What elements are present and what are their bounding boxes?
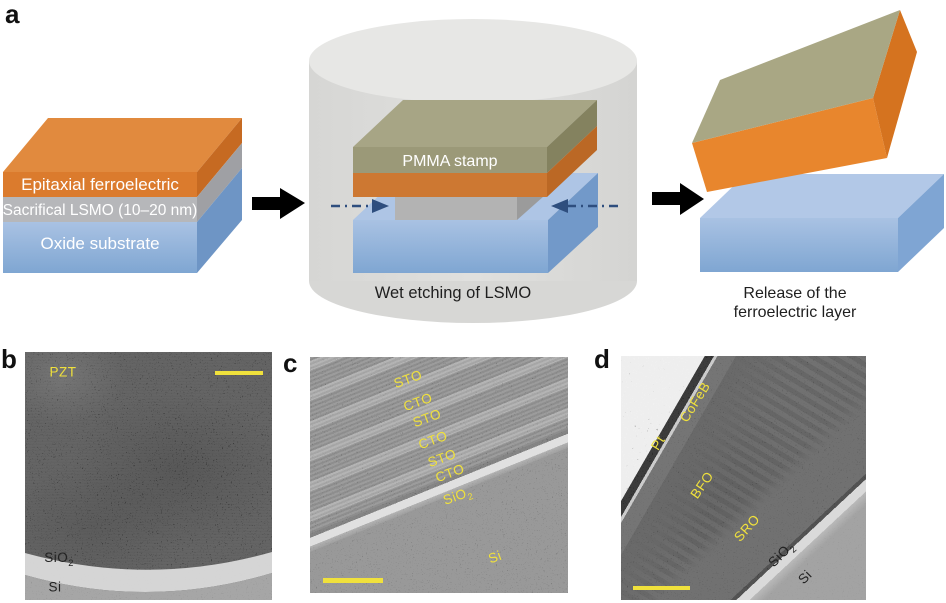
etch-arrow-right-head-icon: [551, 199, 568, 213]
process-arrow-1-icon: [252, 188, 305, 219]
etch-direction-arrows: [331, 199, 618, 213]
lsmo-label: Sacrifical LSMO (10–20 nm): [3, 202, 198, 219]
pmma-stamp-label: PMMA stamp: [402, 153, 497, 170]
etch-arrow-left-head-icon: [372, 199, 389, 213]
release-caption-line1: Release of the: [743, 285, 846, 302]
released-film-front-face: [692, 98, 887, 192]
pmma-top-face: [353, 100, 597, 147]
etch-caption: Wet etching of LSMO: [375, 284, 532, 302]
substrate-front-face: [3, 222, 197, 273]
mid-ferroelectric-side-face: [547, 126, 597, 197]
mid-lsmo-front-face: [395, 197, 517, 220]
lsmo-side-face: [197, 143, 242, 222]
lsmo-front-face: [3, 197, 197, 222]
sio2-label: SiO2: [44, 550, 74, 568]
scale-bar: [215, 371, 263, 375]
released-stamp-top-face: [692, 10, 900, 143]
panel-b-label: b: [1, 344, 17, 374]
mid-substrate-side-face: [548, 173, 598, 273]
substrate-side-face: [197, 168, 242, 273]
ferroelectric-side-face: [197, 118, 242, 197]
left-stack: Epitaxial ferroelectric Sacrifical LSMO …: [3, 118, 242, 273]
si-label: Si: [48, 579, 62, 595]
mid-substrate-front-face: [353, 220, 548, 273]
pmma-side-face: [547, 100, 597, 173]
released-stack: Release of the ferroelectric layer: [692, 10, 944, 321]
panel-d-label: d: [594, 344, 610, 374]
release-substrate-top-face: [700, 174, 944, 218]
etching-assembly: PMMA stamp Wet etching of LSMO: [331, 100, 618, 302]
scale-bar: [633, 586, 690, 590]
release-caption-line2: ferroelectric layer: [734, 304, 857, 321]
ferroelectric-top-face: [3, 118, 242, 172]
ferroelectric-front-face: [3, 172, 197, 197]
panel-a-label: a: [5, 0, 20, 29]
pmma-front-face: [353, 147, 547, 173]
release-substrate-side-face: [898, 174, 944, 272]
beaker-top: [309, 19, 637, 103]
released-film-side-face: [873, 10, 917, 158]
panel-d-image: Pt CoFeB BFO SRO SiO2 Si: [621, 356, 866, 600]
release-substrate-front-face: [700, 218, 898, 272]
panel-b-image: PZT SiO2 Si: [25, 352, 272, 600]
mid-ferroelectric-front-face: [353, 173, 547, 197]
panel-c-label: c: [283, 348, 298, 378]
ferroelectric-label: Epitaxial ferroelectric: [21, 175, 179, 194]
pzt-label: PZT: [49, 364, 77, 380]
scale-bar: [323, 578, 383, 583]
tem-d-upper-layers: [621, 356, 866, 600]
substrate-label: Oxide substrate: [40, 234, 159, 253]
panel-a-schematic: Epitaxial ferroelectric Sacrifical LSMO …: [3, 10, 944, 323]
panel-c-image: STO CTO STO CTO STO CTO SiO2 Si: [310, 357, 568, 593]
process-arrow-2-icon: [652, 183, 704, 215]
